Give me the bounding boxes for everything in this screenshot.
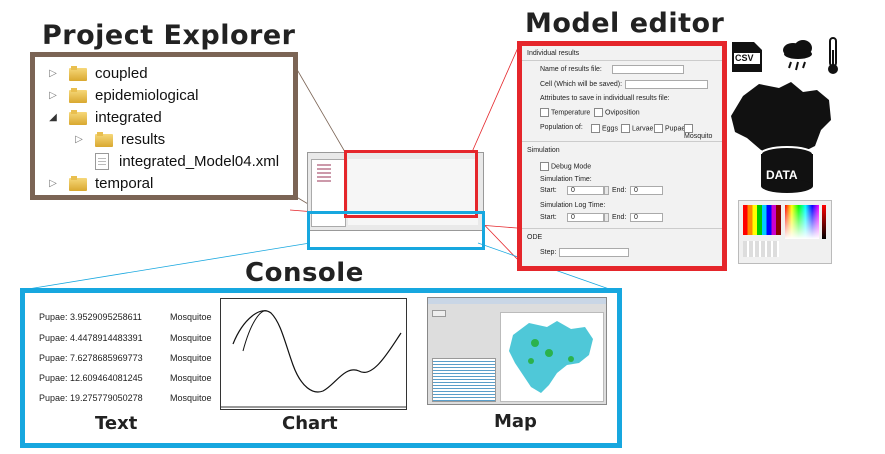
console-text-line: Pupae: 4.4478914483391 (39, 333, 143, 343)
map-shape (509, 321, 593, 393)
attributes-label: Attributes to save in individuall result… (540, 95, 670, 102)
tree-item-results[interactable]: ▷ results (73, 129, 165, 149)
step-input[interactable] (559, 248, 629, 257)
csv-icon: CSV (729, 40, 765, 74)
tree-item-integrated[interactable]: ◢ integrated (47, 107, 162, 127)
expand-arrow-icon[interactable]: ▷ (49, 67, 57, 79)
tree-item-label: temporal (95, 174, 154, 192)
project-explorer-panel: ▷ coupled ▷ epidemiological ◢ integrated… (30, 52, 298, 200)
map-button[interactable] (432, 310, 446, 317)
console-text-species: Mosquitoe (170, 333, 212, 343)
tree-item-label: coupled (95, 64, 148, 82)
tree-item-model-file[interactable]: integrated_Model04.xml (95, 151, 279, 171)
cell-input[interactable] (625, 80, 708, 89)
simulation-time-label: Simulation Time: (540, 176, 592, 183)
model-editor-title: Model editor (525, 8, 725, 39)
population-label: Population of: (540, 124, 583, 131)
caption-text: Text (95, 413, 138, 434)
caption-map: Map (494, 411, 537, 432)
project-explorer-title: Project Explorer (42, 20, 296, 51)
simulation-log-time-label: Simulation Log Time: (540, 202, 606, 209)
results-file-label: Name of results file: (540, 66, 602, 73)
console-map-window (427, 297, 607, 405)
console-text-line: Pupae: 7.6278685969773 (39, 353, 143, 363)
model-editor-panel: Individual results Name of results file:… (517, 41, 727, 271)
console-text-line: Pupae: 19.275779050278 (39, 393, 143, 403)
rain-cloud-icon (781, 38, 815, 79)
console-text-species: Mosquitoe (170, 353, 212, 363)
end-input[interactable]: 0 (630, 186, 663, 195)
console-text-line: Pupae: 12.609464081245 (39, 373, 143, 383)
map-data-icon: DATA (729, 80, 839, 205)
log-start-label: Start: (540, 214, 557, 221)
cell-label: Cell (Which will be saved): (540, 81, 623, 88)
section-individual-results: Individual results (527, 50, 580, 57)
caption-chart: Chart (282, 413, 338, 434)
start-spinner[interactable] (604, 186, 609, 195)
console-text-line: Pupae: 3.9529095258611 (39, 312, 142, 322)
console-title: Console (245, 258, 364, 288)
log-end-input[interactable]: 0 (630, 213, 663, 222)
tree-item-label: results (121, 130, 166, 148)
step-label: Step: (540, 249, 557, 256)
tree-item-coupled[interactable]: ▷ coupled (47, 63, 148, 83)
thermometer-icon (826, 36, 840, 81)
data-label: DATA (766, 168, 798, 182)
folder-icon (69, 87, 87, 103)
start-label: Start: (540, 187, 557, 194)
oviposition-checkbox[interactable]: Oviposition (594, 108, 640, 117)
thumbnail-console-highlight (307, 211, 485, 250)
folder-open-icon (69, 109, 87, 125)
expand-arrow-icon[interactable]: ▷ (49, 177, 57, 189)
results-file-input[interactable] (612, 65, 684, 74)
temperature-checkbox[interactable]: Temperature (540, 108, 590, 117)
log-start-spinner[interactable] (604, 213, 609, 222)
mosquito-checkbox[interactable]: Mosquito (684, 124, 722, 140)
console-text-species: Mosquitoe (170, 373, 212, 383)
color-picker-thumbnail (738, 200, 832, 264)
log-end-label: End: (612, 214, 627, 221)
folder-icon (69, 65, 87, 81)
log-start-input[interactable]: 0 (567, 213, 604, 222)
console-text-species: Mosquitoe (170, 393, 212, 403)
xml-file-icon (95, 152, 109, 170)
expand-arrow-icon[interactable]: ▷ (49, 89, 57, 101)
folder-icon (69, 175, 87, 191)
pupae-checkbox[interactable]: Pupae (654, 124, 685, 133)
chart-curve (221, 310, 406, 408)
collapse-arrow-icon[interactable]: ◢ (49, 111, 57, 123)
tree-item-label: integrated (95, 108, 162, 126)
tree-item-temporal[interactable]: ▷ temporal (47, 173, 153, 193)
section-ode: ODE (527, 234, 543, 241)
section-simulation: Simulation (527, 147, 560, 154)
larvae-checkbox[interactable]: Larvae (621, 124, 653, 133)
console-text-species: Mosquitoe (170, 312, 212, 322)
map-legend (432, 358, 496, 402)
console-chart (220, 298, 407, 410)
thumbnail-editor-highlight (344, 150, 478, 218)
tree-item-label: integrated_Model04.xml (119, 152, 280, 170)
tree-item-epidemiological[interactable]: ▷ epidemiological (47, 85, 198, 105)
tree-item-label: epidemiological (95, 86, 199, 104)
end-label: End: (612, 187, 627, 194)
folder-icon (95, 131, 113, 147)
start-input[interactable]: 0 (567, 186, 604, 195)
expand-arrow-icon[interactable]: ▷ (75, 133, 83, 145)
debug-mode-checkbox[interactable]: Debug Mode (540, 162, 591, 171)
eggs-checkbox[interactable]: Eggs (591, 124, 618, 133)
